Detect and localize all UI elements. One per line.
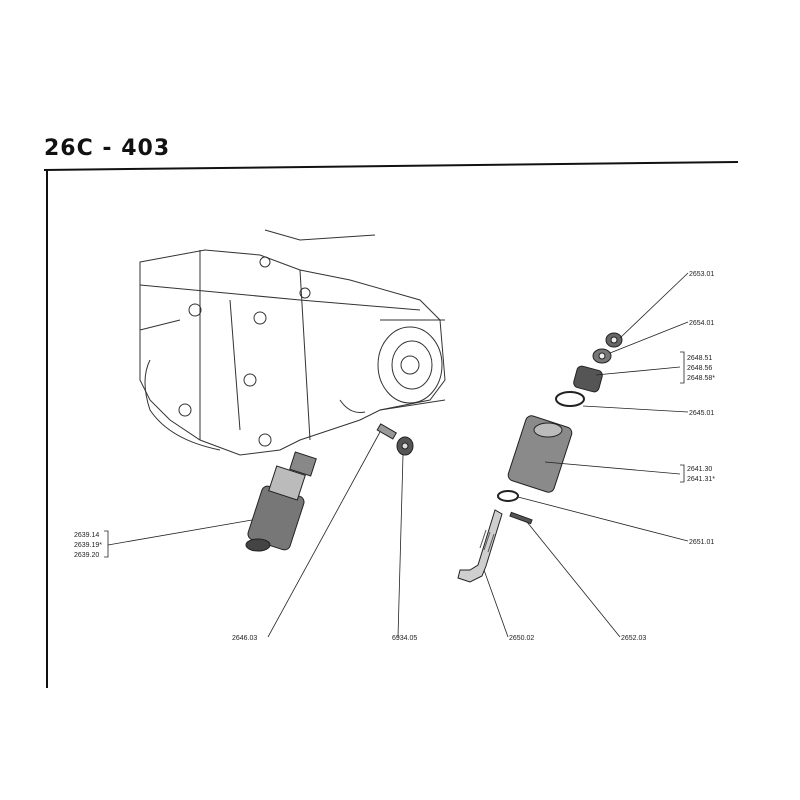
speedometer-drive-parts xyxy=(457,332,623,583)
label-2652-03: 2652.03 xyxy=(621,635,646,642)
label-2651-01: 2651.01 xyxy=(689,539,714,546)
pinion-sleeve-part xyxy=(245,451,317,552)
label-2648-58: 2648.58* xyxy=(687,375,715,382)
diagram-frame xyxy=(43,161,739,688)
label-2645-01: 2645.01 xyxy=(689,410,714,417)
label-2654-01: 2654.01 xyxy=(689,320,714,327)
label-2639-19: 2639.19* xyxy=(74,542,102,549)
label-2646-03: 2646.03 xyxy=(232,635,257,642)
leader-lines xyxy=(104,272,689,638)
label-2641-31: 2641.31* xyxy=(687,476,715,483)
label-2639-14: 2639.14 xyxy=(74,532,99,539)
part-labels: 2653.01 2654.01 2648.51 2648.56 2648.58*… xyxy=(74,271,715,642)
label-2648-56: 2648.56 xyxy=(687,365,712,372)
label-2650-02: 2650.02 xyxy=(509,635,534,642)
label-2639-20: 2639.20 xyxy=(74,552,99,559)
page-title: 26C - 403 xyxy=(44,136,171,161)
label-6934-05: 6934.05 xyxy=(392,635,417,642)
gearbox-housing xyxy=(139,229,446,456)
label-2641-30: 2641.30 xyxy=(687,466,712,473)
label-2648-51: 2648.51 xyxy=(687,355,712,362)
label-2653-01: 2653.01 xyxy=(689,271,714,278)
stud-part xyxy=(376,423,414,456)
